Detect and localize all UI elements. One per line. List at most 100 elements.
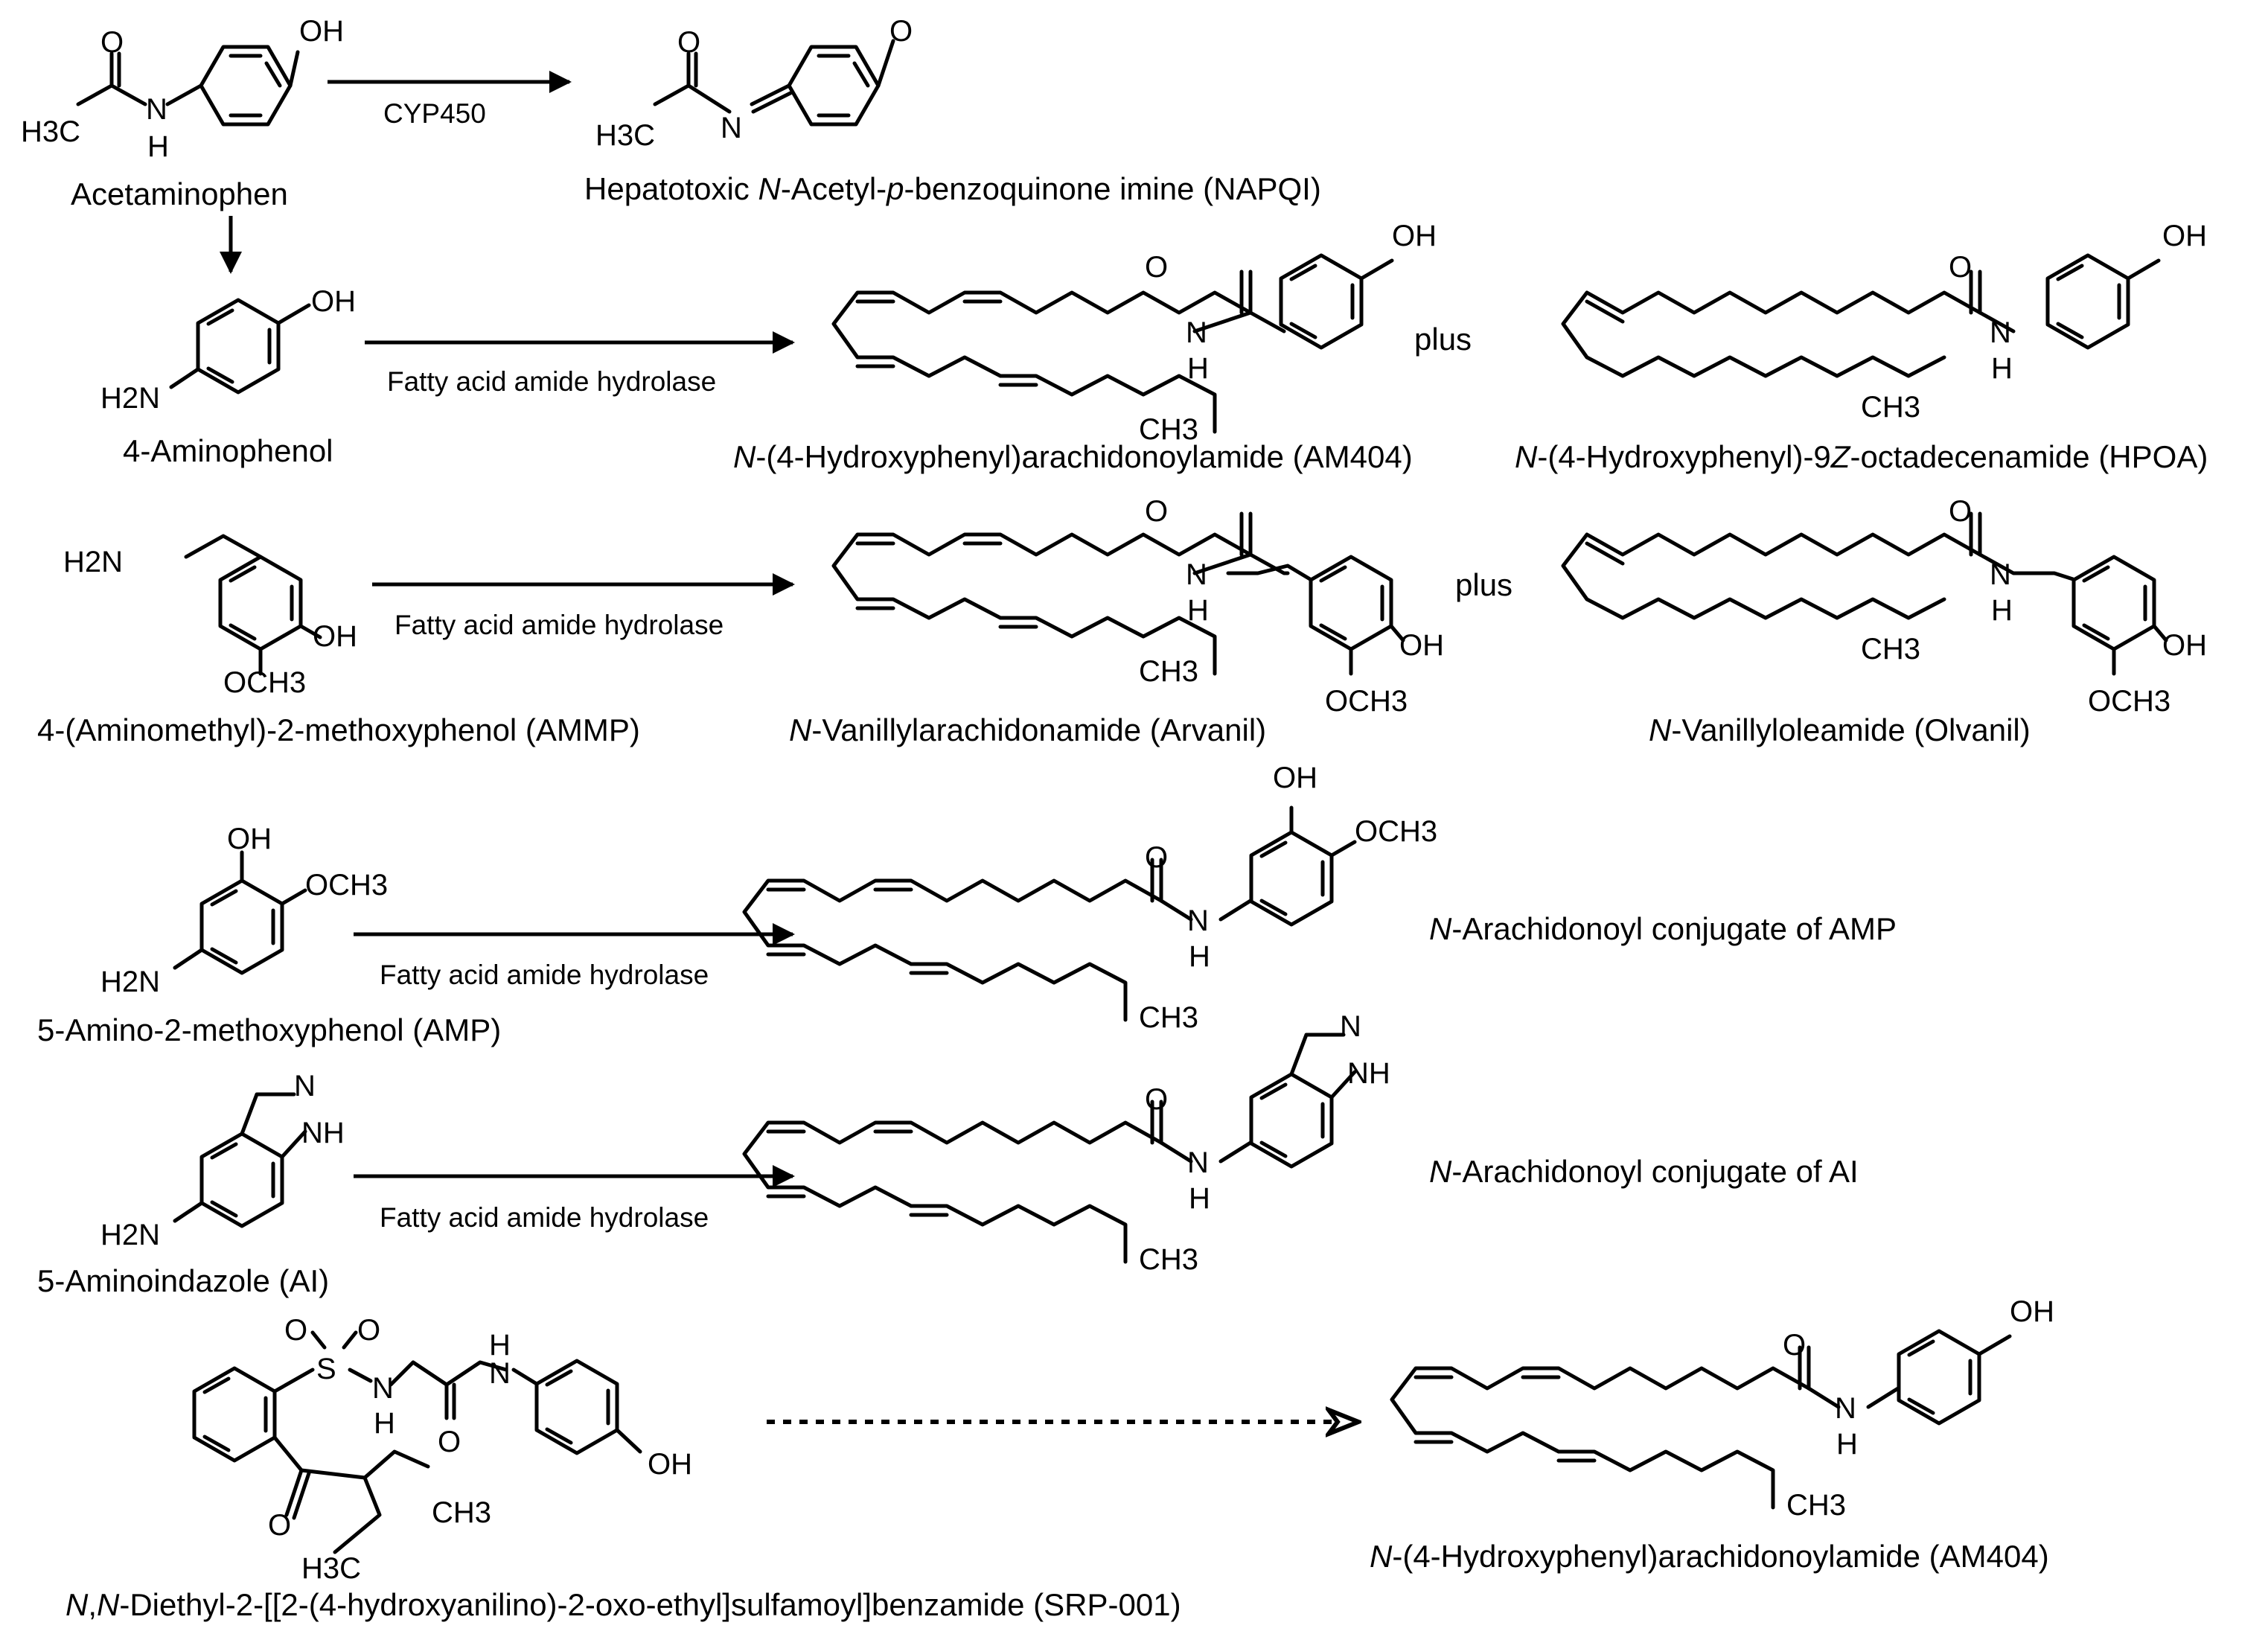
atom-label: OCH3 [223,666,306,699]
atom-label: OH [2010,1295,2054,1328]
am404-label: N-(4-Hydroxyphenyl)arachidonoylamide (AM… [733,439,1413,474]
hpoa-label: N-(4-Hydroxyphenyl)-9Z-octadecenamide (H… [1515,439,2208,474]
atom-label: O [268,1509,291,1542]
atom-label: OH [1273,762,1317,794]
napqi-label: Hepatotoxic N-Acetyl-p-benzoquinone imin… [584,171,1321,206]
atom-label: OH [2162,629,2207,662]
napqi-structure: O O N H3C [595,15,913,152]
atom-label: O [1949,495,1972,528]
cyp450-label: CYP450 [383,98,486,129]
atom-label: O [100,26,124,59]
atom-label: O [1145,495,1168,528]
atom-label: CH3 [1139,1243,1198,1276]
am404-product-label: N-(4-Hydroxyphenyl)arachidonoylamide (AM… [1370,1539,2049,1574]
atom-label: H2N [63,546,123,578]
arvanil-structure: O N H OH OCH3 CH3 [834,495,1444,718]
atom-label: H3C [301,1552,361,1585]
ai-conjugate-structure: O N H N NH CH3 [744,1010,1390,1276]
atom-label: O [1145,1083,1168,1116]
atom-label: H3C [595,119,655,152]
faah-label: Fatty acid amide hydrolase [394,610,723,640]
faah-label: Fatty acid amide hydrolase [387,366,716,397]
atom-label: OH [227,823,272,855]
atom-label: H [1836,1428,1858,1461]
acetaminophen-structure: O OH N H H3C [21,15,344,163]
arvanil-label: N-Vanillylarachidonamide (Arvanil) [789,712,1266,747]
am404-structure: O N H OH CH3 [834,220,1437,446]
ai-label: 5-Aminoindazole (AI) [37,1263,329,1298]
amp-conjugate-structure: O N H OH OCH3 CH3 [744,762,1437,1034]
atom-label: H [1991,594,2013,627]
atom-label: H3C [21,115,80,148]
atom-label: N [1187,904,1209,937]
atom-label: CH3 [1139,1001,1198,1034]
atom-label: N [721,112,742,144]
aminophenol-label: 4-Aminophenol [123,433,333,468]
atom-label: O [677,26,700,59]
srp001-label: N,N-Diethyl-2-[[2-(4-hydroxyanilino)-2-o… [66,1587,1181,1622]
atom-label: H [489,1329,511,1362]
atom-label: H [147,130,169,163]
atom-label: O [284,1314,307,1347]
atom-label: N [294,1070,316,1102]
atom-label: CH3 [1786,1489,1846,1522]
ammp-label: 4-(Aminomethyl)-2-methoxyphenol (AMMP) [37,712,640,747]
atom-label: NH [301,1117,345,1149]
ammp-structure: H2N OH OCH3 [63,534,357,699]
atom-label: OCH3 [1355,815,1437,848]
atom-label: H2N [100,966,160,998]
amp-structure: OH OCH3 H2N [100,823,388,998]
atom-label: O [1783,1329,1806,1362]
atom-label: H [1991,352,2013,385]
atom-label: H2N [100,1219,160,1251]
atom-label: OH [299,15,344,48]
atom-label: N [146,93,167,126]
atom-label: OH [313,620,357,653]
faah-label: Fatty acid amide hydrolase [380,1202,709,1233]
atom-label: O [438,1426,461,1458]
plus-sign: plus [1455,567,1512,602]
amp-label: 5-Amino-2-methoxyphenol (AMP) [37,1012,501,1047]
atom-label: CH3 [1861,633,1920,666]
atom-label: OH [311,285,356,318]
atom-label: OCH3 [1325,685,1408,718]
atom-label: OCH3 [2088,685,2170,718]
atom-label: O [357,1314,380,1347]
atom-label: N [1835,1392,1856,1425]
atom-label: N [1186,316,1207,349]
atom-label: OH [1392,220,1437,252]
atom-label: H [374,1407,395,1440]
atom-label: H [1189,940,1210,973]
atom-label: CH3 [1139,413,1198,446]
amp-conjugate-label: N-Arachidonoyl conjugate of AMP [1429,911,1897,946]
srp001-structure: S O O N H H N O OH O CH3 H3C [194,1314,692,1585]
atom-label: NH [1347,1057,1390,1090]
atom-label: OH [648,1448,692,1481]
atom-label: O [1145,251,1168,284]
hpoa-structure: O N H OH CH3 [1563,220,2207,424]
aminophenol-structure: OH H2N [100,285,356,415]
atom-label: OH [2162,220,2207,252]
atom-label: N [1340,1010,1361,1043]
atom-label: O [1949,251,1972,284]
am404-product-structure: O N H OH CH3 [1392,1295,2054,1522]
ai-conjugate-label: N-Arachidonoyl conjugate of AI [1429,1154,1859,1189]
atom-label: H [1189,1182,1210,1215]
faah-label: Fatty acid amide hydrolase [380,960,709,990]
atom-label: O [1145,841,1168,874]
atom-label: S [316,1353,336,1385]
atom-label: N [489,1357,511,1390]
acetaminophen-label: Acetaminophen [71,176,288,211]
atom-label: CH3 [1139,655,1198,688]
atom-label: H [1187,594,1209,627]
ai-structure: N NH H2N [100,1070,345,1251]
olvanil-structure: O N H OH OCH3 CH3 [1563,495,2207,718]
atom-label: OCH3 [305,869,388,902]
atom-label: N [1990,316,2011,349]
atom-label: N [1990,558,2011,591]
atom-label: O [889,15,913,48]
plus-sign: plus [1414,322,1472,357]
atom-label: CH3 [1861,391,1920,424]
atom-label: N [1186,558,1207,591]
